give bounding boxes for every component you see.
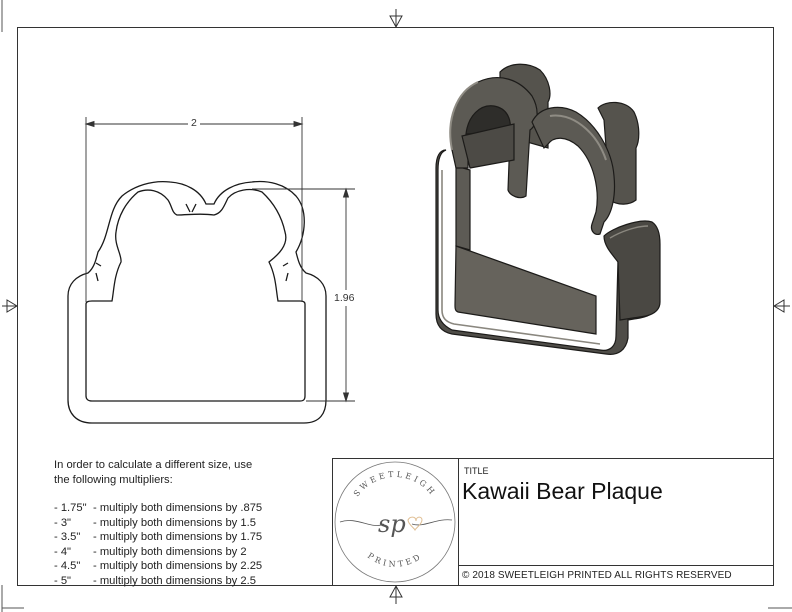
copyright-cell bbox=[459, 565, 774, 586]
width-dimension-label: 2 bbox=[188, 117, 200, 129]
title-block bbox=[332, 458, 774, 586]
multiplier-row: - 1.75"- multiply both dimensions by .87… bbox=[54, 502, 263, 514]
multiplier-row: - 4"- multiply both dimensions by 2 bbox=[54, 545, 247, 558]
multiplier-row: - 3"- multiply both dimensions by 1.5 bbox=[54, 516, 256, 529]
notes-intro-line2: the following multipliers: bbox=[54, 473, 173, 486]
top-center-mark-icon bbox=[389, 9, 403, 29]
logo-monogram: sp bbox=[378, 510, 406, 538]
plaque-outline-2d bbox=[67, 180, 327, 424]
logo-bottom-text: PRINTED bbox=[366, 551, 421, 569]
drawing-title: Kawaii Bear Plaque bbox=[462, 478, 663, 504]
width-dimension bbox=[84, 117, 304, 302]
left-center-mark-icon bbox=[2, 299, 18, 313]
title-label: TITLE bbox=[464, 466, 489, 476]
multiplier-row: - 5"- multiply both dimensions by 2.5 bbox=[54, 574, 256, 587]
notes-intro-line1: In order to calculate a different size, … bbox=[54, 459, 253, 471]
sweetleigh-logo-icon: SWEETLEIGH PRINTED sp bbox=[334, 461, 456, 583]
logo-cell: SWEETLEIGH PRINTED sp bbox=[332, 458, 459, 586]
copyright-text: © 2018 SWEETLEIGH PRINTED ALL RIGHTS RES… bbox=[462, 570, 732, 581]
svg-text:PRINTED: PRINTED bbox=[366, 551, 424, 569]
height-dimension-label: 1.96 bbox=[334, 290, 355, 306]
bottom-center-mark-icon bbox=[389, 584, 403, 604]
size-multiplier-notes: In order to calculate a different size, … bbox=[54, 458, 262, 588]
svg-text:SWEETLEIGH: SWEETLEIGH bbox=[352, 470, 438, 498]
drawing-sheet-border bbox=[17, 27, 774, 586]
plaque-render-3d bbox=[435, 63, 661, 355]
logo-top-text: SWEETLEIGH bbox=[352, 470, 435, 498]
multiplier-row: - 4.5"- multiply both dimensions by 2.25 bbox=[54, 560, 263, 572]
title-cell bbox=[459, 458, 774, 565]
multiplier-row: - 3.5"- multiply both dimensions by 1.75 bbox=[54, 531, 263, 543]
right-center-mark-icon bbox=[773, 299, 790, 313]
